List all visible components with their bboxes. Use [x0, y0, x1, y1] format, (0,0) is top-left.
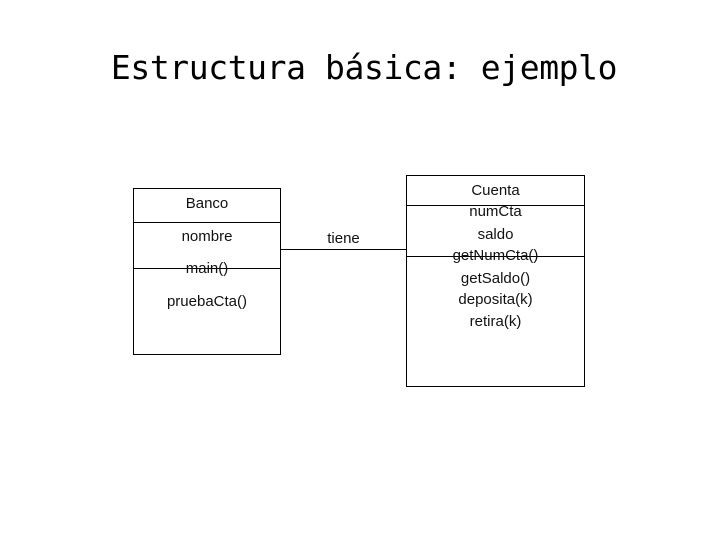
class-cuenta-operation: retira(k) [469, 313, 522, 330]
association-label-tiene: tiene [327, 230, 360, 247]
page-title: Estructura básica: ejemplo [110, 48, 618, 87]
association-line-banco-cuenta [281, 249, 406, 250]
class-cuenta-operation: getNumCta() [452, 247, 539, 264]
class-banco-divider-attributes [133, 222, 281, 223]
class-cuenta-operation: deposita(k) [458, 291, 533, 308]
class-box-banco[interactable] [133, 188, 281, 355]
class-cuenta-attribute: numCta [469, 203, 522, 220]
class-cuenta-name: Cuenta [471, 182, 520, 199]
class-cuenta-divider-operations [406, 256, 585, 257]
class-banco-divider-operations [133, 268, 281, 269]
class-banco-name: Banco [185, 195, 229, 212]
class-cuenta-operation: getSaldo() [460, 270, 531, 287]
class-banco-operation: pruebaCta() [166, 293, 248, 310]
class-cuenta-attribute: saldo [477, 226, 514, 243]
class-banco-operation: main() [185, 260, 229, 277]
class-cuenta-divider-attributes [406, 205, 585, 206]
class-box-cuenta[interactable] [406, 175, 585, 387]
class-banco-attribute: nombre [181, 228, 233, 245]
